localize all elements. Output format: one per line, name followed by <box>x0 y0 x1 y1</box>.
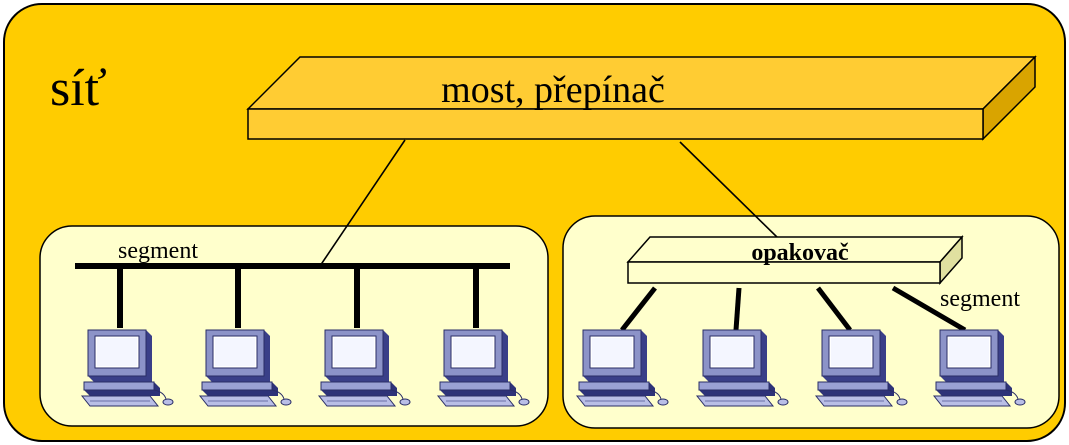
left-segment-area <box>39 225 549 427</box>
bridge-switch <box>246 55 1037 141</box>
network-label: síť <box>50 60 107 117</box>
repeater-hub <box>626 235 964 285</box>
repeater-label: opakovač <box>751 240 849 266</box>
left-segment-label: segment <box>118 238 198 264</box>
bridge-to-left-link <box>319 139 406 267</box>
right-segment-drops <box>620 285 967 333</box>
bridge-to-hub-link <box>679 141 781 241</box>
right-segment-label: segment <box>940 286 1020 312</box>
left-segment-drops <box>117 266 479 328</box>
bridge-label: most, přepínač <box>441 69 665 111</box>
